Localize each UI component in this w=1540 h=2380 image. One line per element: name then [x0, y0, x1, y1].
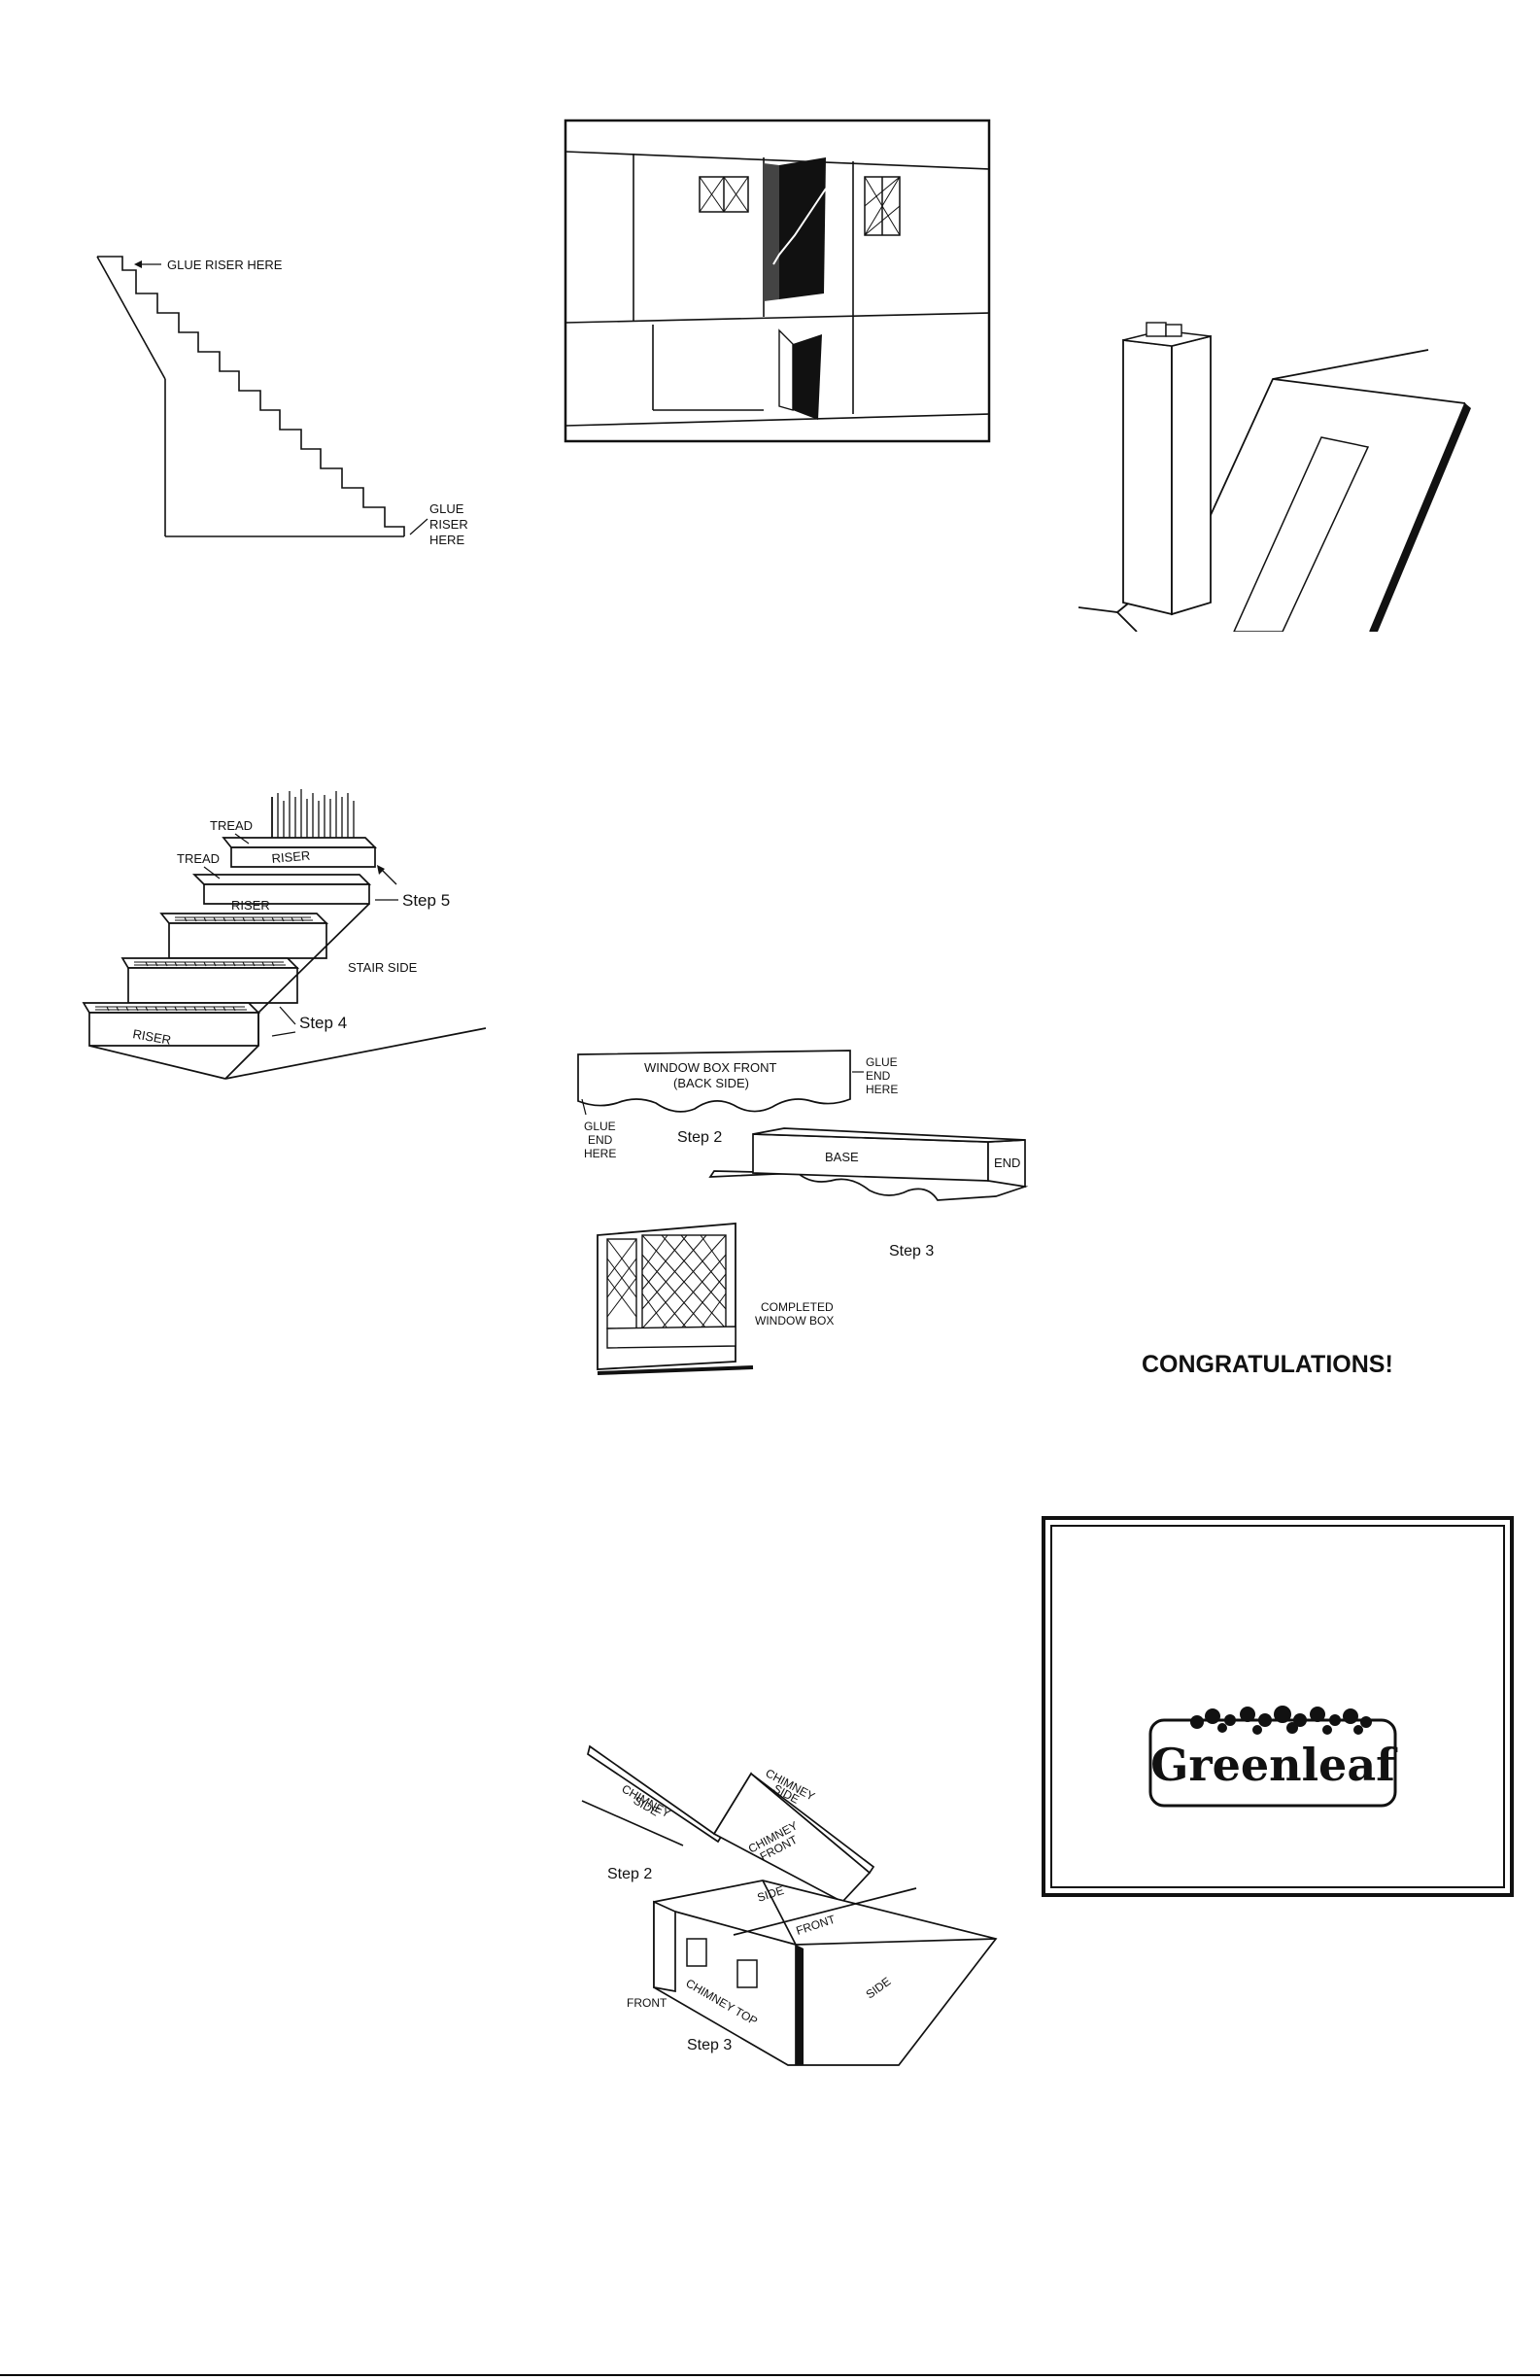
riser-label-second: RISER — [231, 898, 270, 913]
step4-label: Step 4 — [299, 1014, 347, 1032]
completed-window-box-drawing — [597, 1223, 754, 1375]
window-left — [699, 176, 749, 213]
window-box-base-label: BASE — [825, 1150, 859, 1164]
chimney-top-windows — [686, 1938, 758, 1988]
chimney-step2: Step 2 — [607, 1866, 652, 1882]
glue-riser-bottom-label-3: HERE — [429, 533, 464, 547]
staircase-opening — [764, 157, 827, 420]
greenleaf-logo-box: Greenleaf — [1042, 1516, 1514, 1897]
stairs-3d-diagram: TREAD TREAD RISER RISER RISER STAIR SIDE… — [82, 789, 487, 1080]
congratulations-heading: CONGRATULATIONS! — [1142, 1351, 1393, 1378]
glue-end-right-3: HERE — [866, 1083, 898, 1096]
window-box-end-label: END — [994, 1156, 1020, 1170]
glue-riser-top-label: GLUE RISER HERE — [167, 258, 283, 272]
glue-end-left-2: END — [588, 1133, 613, 1147]
window-box-front-piece — [577, 1050, 851, 1113]
greenleaf-logo-text: Greenleaf — [1150, 1739, 1398, 1791]
step5-label: Step 5 — [402, 891, 450, 910]
window-box-front-line2: (BACK SIDE) — [673, 1076, 749, 1090]
stair-side-label: STAIR SIDE — [348, 960, 418, 975]
chimney-assembly-diagram: CHIMNEY SIDE CHIMNEY SIDE CHIMNEY FRONT … — [581, 1744, 998, 2066]
window-right — [864, 176, 901, 236]
tread-hatching — [95, 916, 313, 1012]
window-box-base-assembly — [708, 1127, 1029, 1201]
glue-end-left-1: GLUE — [584, 1120, 616, 1133]
page-bottom-rule — [0, 2374, 1540, 2376]
glue-end-right-2: END — [866, 1069, 891, 1083]
chimney-roof-illustration — [1078, 322, 1471, 632]
leaf-cluster-icon — [1190, 1706, 1372, 1735]
glue-riser-bottom-label-2: RISER — [429, 517, 468, 532]
glue-end-right-1: GLUE — [866, 1055, 898, 1069]
chimney-stack — [1122, 322, 1212, 616]
tread-label-top: TREAD — [210, 818, 253, 833]
glue-riser-bottom-label-1: GLUE — [429, 501, 464, 516]
chimney-front-outer-label: FRONT — [627, 1996, 667, 2010]
house-interior-illustration — [564, 119, 991, 443]
glue-end-left-3: HERE — [584, 1147, 616, 1160]
window-box-diagram: WINDOW BOX FRONT (BACK SIDE) GLUE END HE… — [577, 1050, 1029, 1375]
top-balusters — [271, 789, 355, 838]
completed-label-2: WINDOW BOX — [755, 1314, 834, 1328]
window-box-front-line1: WINDOW BOX FRONT — [644, 1060, 777, 1075]
chimney-step3: Step 3 — [687, 2037, 732, 2053]
window-box-step2: Step 2 — [677, 1129, 722, 1146]
chimney-base-box — [653, 1880, 998, 2066]
riser-label-top: RISER — [271, 848, 311, 866]
completed-label-1: COMPLETED — [761, 1300, 834, 1314]
stair-profile-diagram: GLUE RISER HERE GLUE RISER HERE — [96, 256, 468, 547]
riser-label-bottom: RISER — [131, 1026, 172, 1048]
tread-label-second: TREAD — [177, 851, 220, 866]
window-box-step3: Step 3 — [889, 1243, 934, 1259]
